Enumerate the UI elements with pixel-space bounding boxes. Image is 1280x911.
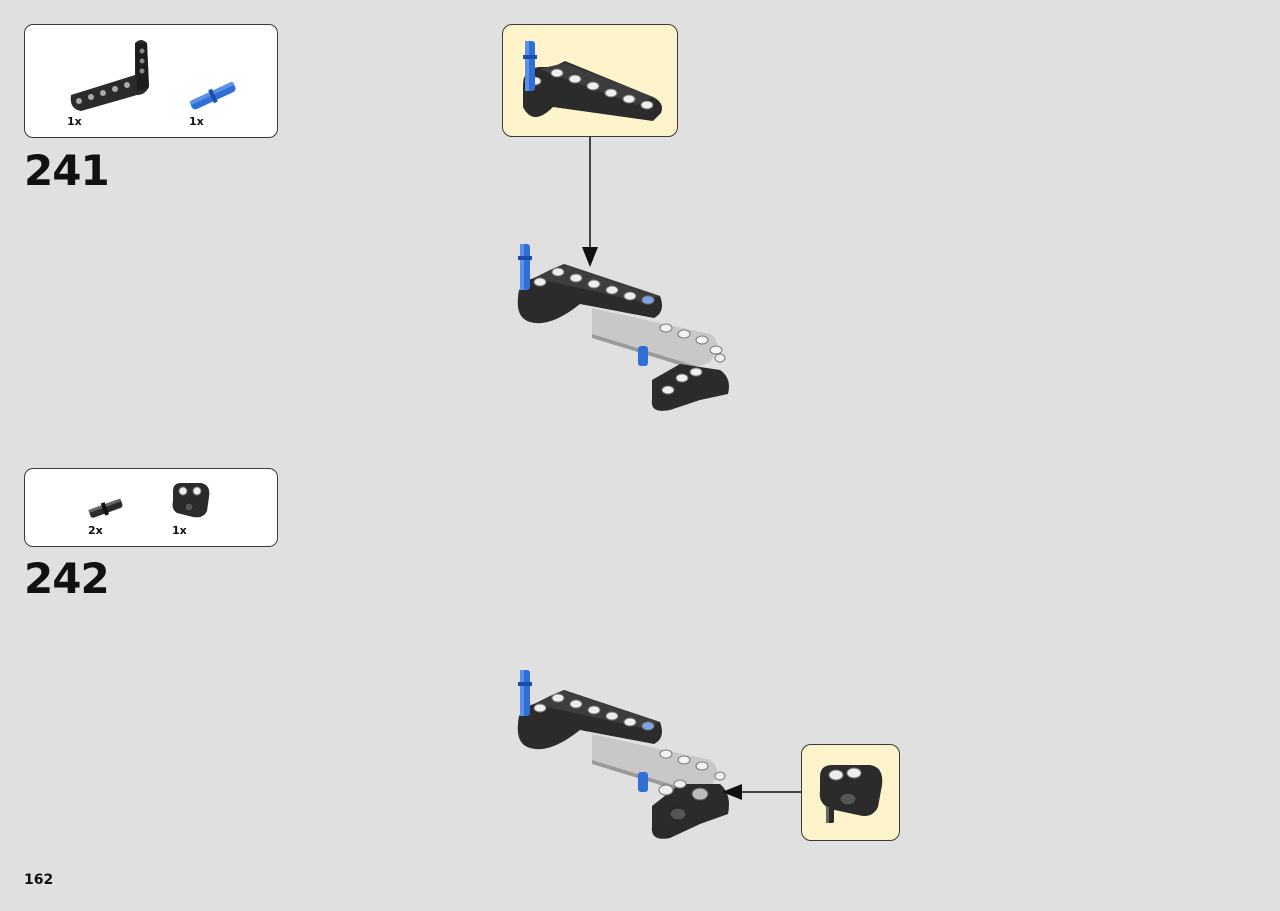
l-beam-black-icon <box>70 40 149 111</box>
assembly-step-241 <box>517 244 729 411</box>
step-number: 242 <box>24 554 110 603</box>
connector-block-with-pin-icon <box>819 765 883 823</box>
sub-assembly-callout <box>502 24 678 137</box>
part-qty: 1x <box>67 115 82 128</box>
parts-list-step-241: 1x 1x <box>24 24 278 138</box>
part-qty: 1x <box>189 115 204 128</box>
pin-black-icon <box>88 498 123 518</box>
sub-assembly-callout <box>801 744 900 841</box>
left-arrow-icon <box>722 784 802 800</box>
step-number: 241 <box>24 146 110 195</box>
connector-block-black-icon <box>172 483 210 518</box>
down-arrow-icon <box>582 137 598 267</box>
page-number: 162 <box>24 872 54 888</box>
assembly-step-242 <box>517 670 729 839</box>
parts-list-step-242: 2x 1x <box>24 468 278 547</box>
l-beam-with-pin-icon <box>523 41 662 121</box>
part-qty: 1x <box>172 524 187 537</box>
part-qty: 2x <box>88 524 103 537</box>
pin-blue-icon <box>189 81 236 110</box>
